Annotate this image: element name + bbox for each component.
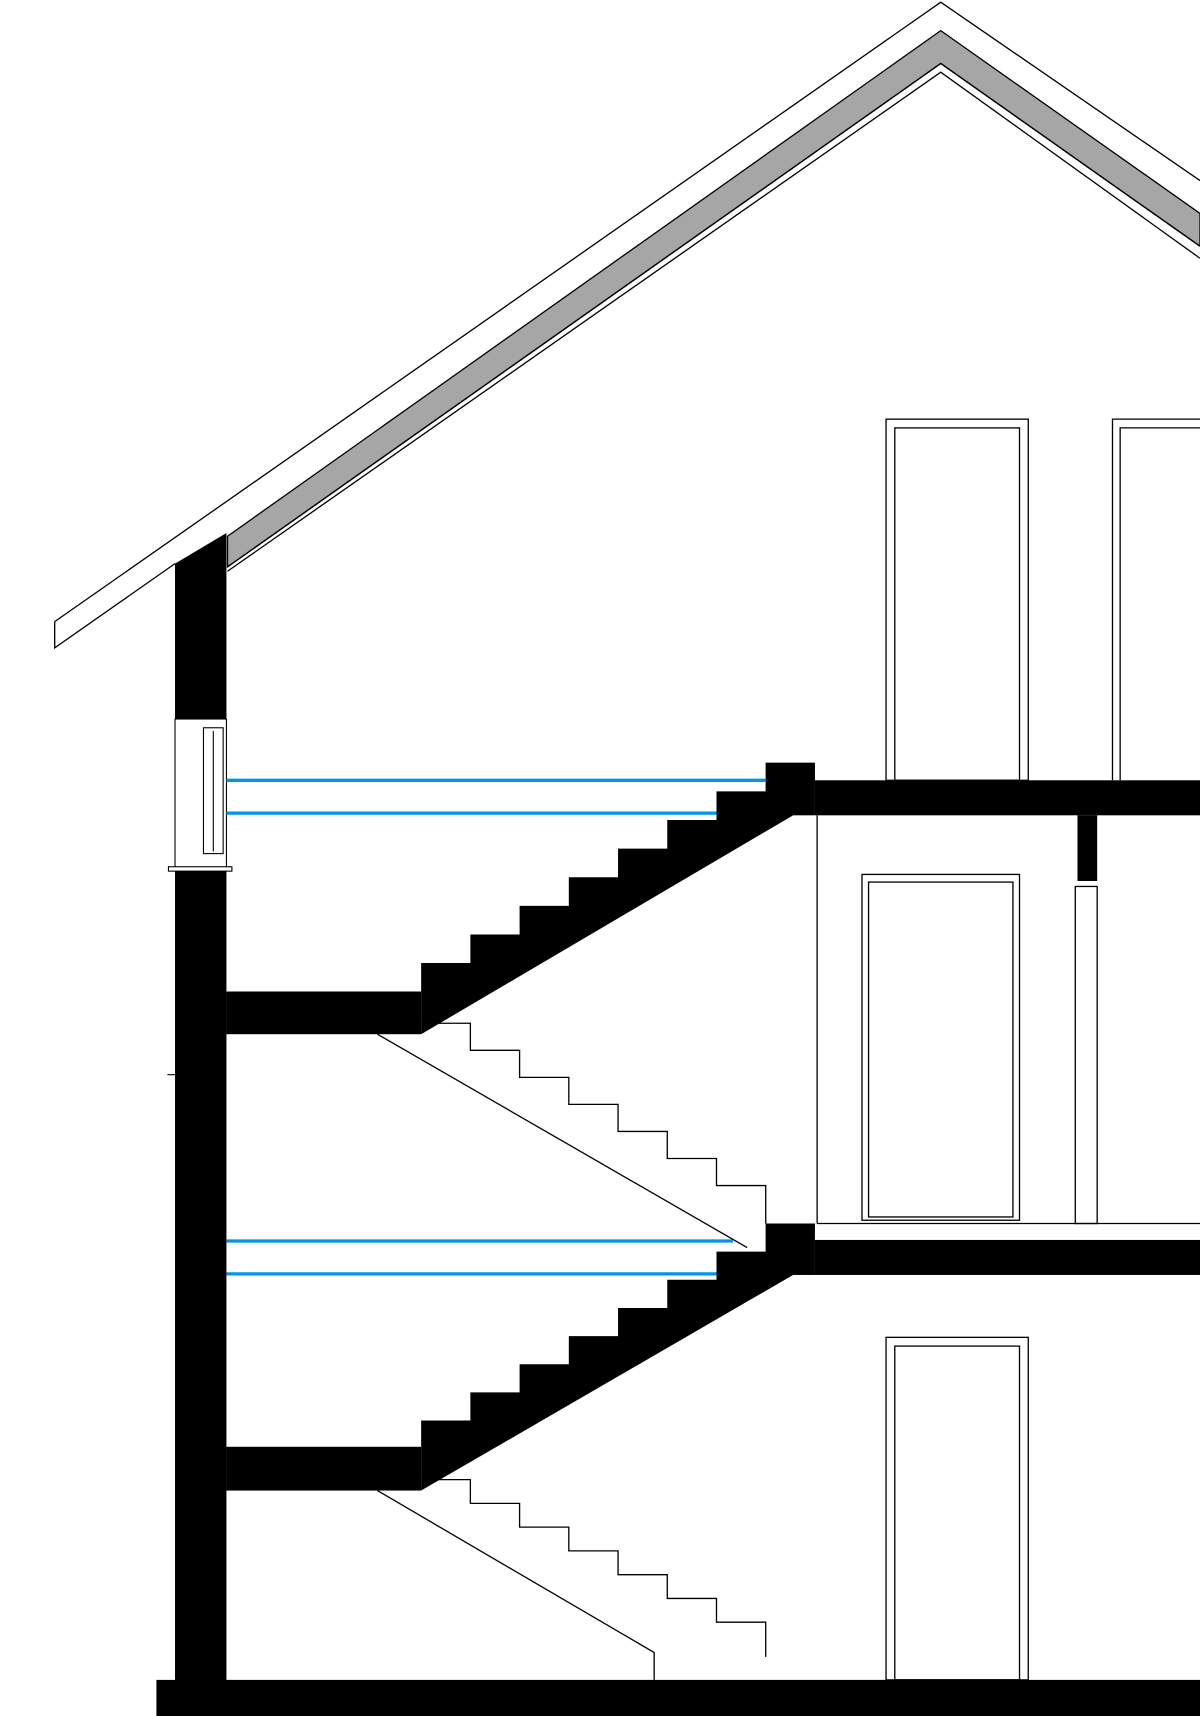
- lower-landing-slab: [226, 1446, 422, 1491]
- structure: [156, 532, 1200, 1716]
- interior: [816, 418, 1200, 1681]
- door-upper-right: [1111, 418, 1200, 781]
- door-frame: [1111, 418, 1200, 781]
- door-frame: [861, 873, 1021, 1221]
- lower-background-stair-underside: [377, 1489, 655, 1680]
- column: [1077, 815, 1098, 881]
- upper-landing-slab: [226, 991, 422, 1035]
- roof-inner-line-2: [227, 62, 1200, 568]
- door-leaf: [894, 1345, 1021, 1681]
- outlined-stairs: [377, 1022, 767, 1680]
- lower-stair-flight: [421, 1223, 815, 1491]
- door-leaf: [1119, 427, 1200, 781]
- door-leaf: [894, 427, 1021, 781]
- roof-eave-line: [54, 563, 176, 650]
- ground-slab: [156, 1679, 1200, 1716]
- window-sill: [167, 866, 233, 872]
- upper-stair-flight: [421, 762, 815, 1035]
- door-middle: [861, 873, 1021, 1221]
- roof: [54, 1, 1200, 650]
- door-leaf: [867, 881, 1014, 1218]
- wall-window: [167, 718, 233, 1076]
- upper-floor-slab: [814, 780, 1200, 816]
- upper-background-stair-underside: [377, 1033, 748, 1249]
- upper-background-stair-outline: [421, 1022, 767, 1224]
- door-lower: [885, 1336, 1029, 1681]
- roof-inner-line: [227, 71, 1200, 572]
- pipe: [1074, 885, 1098, 1225]
- roof-outer-line: [54, 1, 1200, 623]
- lower-background-stair-outline: [421, 1478, 767, 1657]
- door-frame: [885, 1336, 1029, 1681]
- handrails: [226, 778, 766, 1276]
- stair-steps: [421, 762, 815, 1035]
- stair-steps: [421, 1223, 815, 1491]
- middle-floor-slab: [814, 1239, 1200, 1275]
- roof-insulation-band: [226, 29, 1200, 569]
- door-upper-left: [885, 418, 1029, 781]
- exterior-wall: [175, 532, 227, 1716]
- door-frame: [885, 418, 1029, 781]
